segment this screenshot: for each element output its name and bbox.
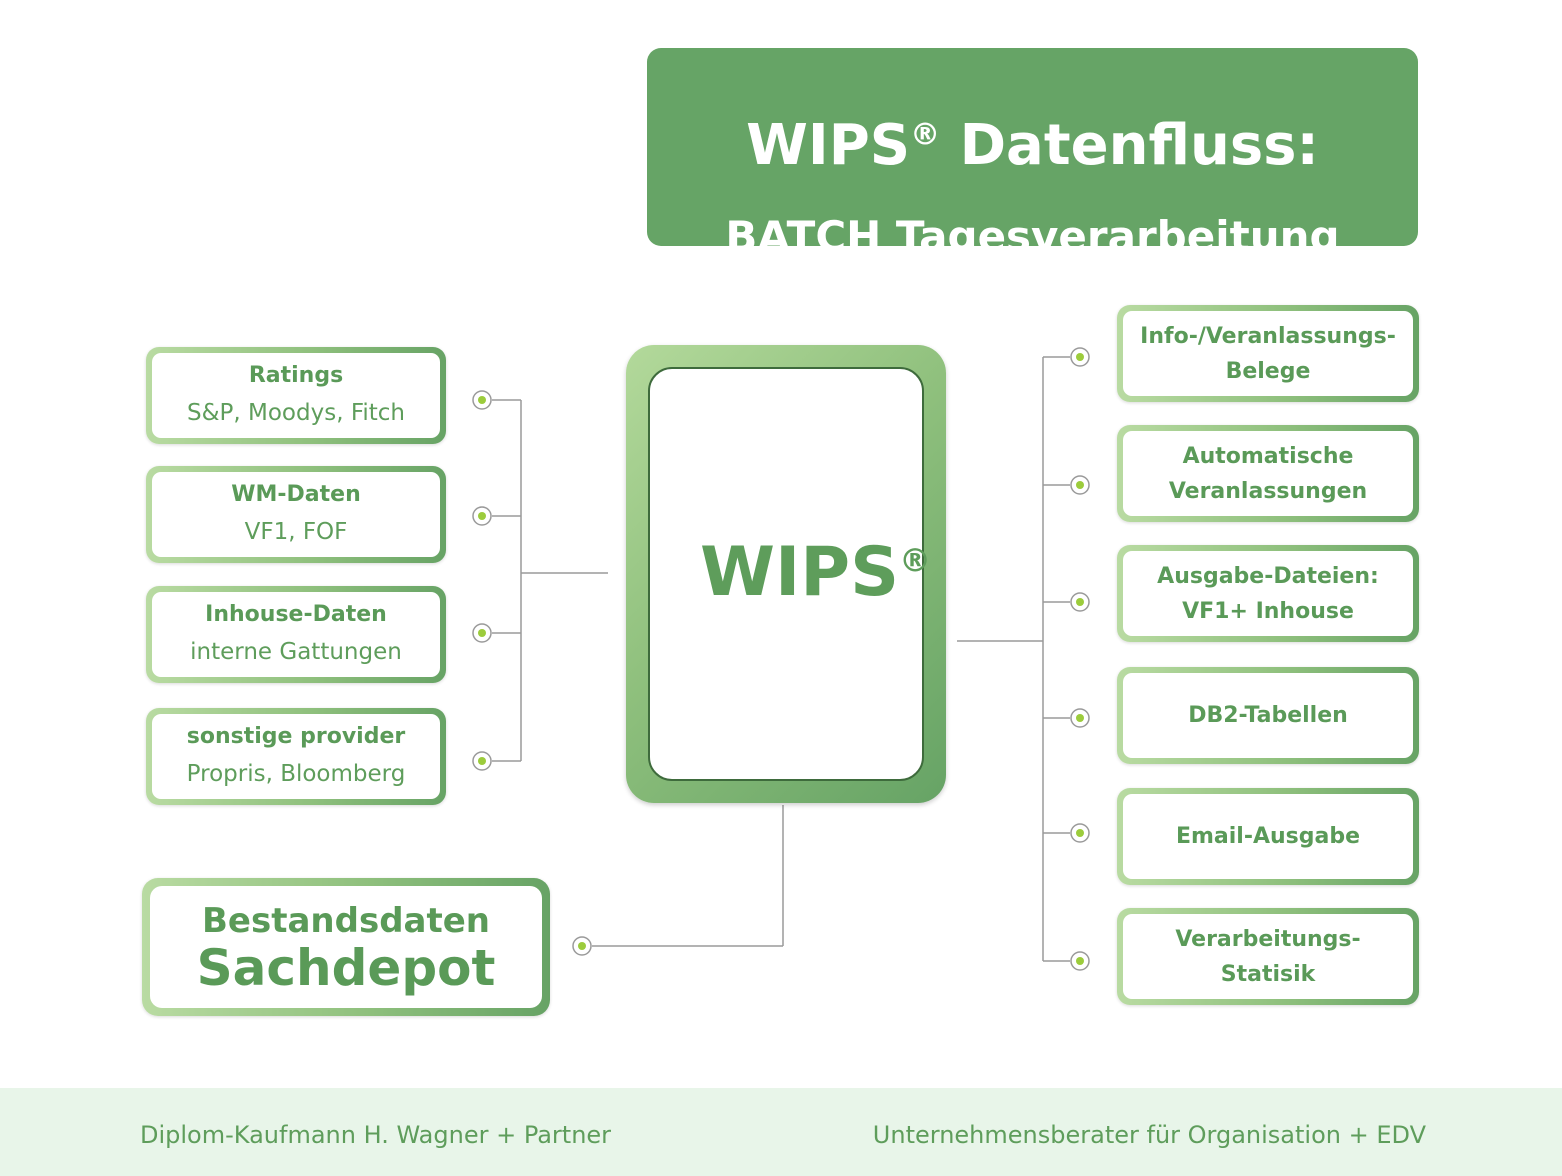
footer-bar: Diplom-Kaufmann H. Wagner + Partner Unte… bbox=[0, 1088, 1562, 1176]
bestand-line1: Bestandsdaten bbox=[202, 901, 490, 941]
input-title: WM-Daten bbox=[231, 482, 361, 507]
input-box-inhouse-daten: Inhouse-Daten interne Gattungen bbox=[146, 586, 446, 683]
connector-node bbox=[1070, 823, 1090, 843]
diagram-subtitle: BATCH Tagesverarbeitung bbox=[725, 212, 1340, 261]
output-line1: Info-/Veranlassungs- bbox=[1140, 323, 1396, 349]
connector-node bbox=[1070, 592, 1090, 612]
output-line1: Automatische bbox=[1182, 443, 1354, 469]
input-box-wm-daten: WM-Daten VF1, FOF bbox=[146, 466, 446, 563]
connector-node bbox=[1070, 475, 1090, 495]
input-box-sonstige-provider: sonstige provider Propris, Bloomberg bbox=[146, 708, 446, 805]
output-box-veranlassungen: Automatische Veranlassungen bbox=[1117, 425, 1419, 522]
connector-node bbox=[472, 751, 492, 771]
footer-tagline: Unternehmensberater für Organisation + E… bbox=[872, 1121, 1426, 1149]
wips-system-inner: WIPS® bbox=[648, 367, 931, 781]
title-banner: WIPS® Datenfluss: BATCH Tagesverarbeitun… bbox=[647, 48, 1418, 258]
title-registered-mark: ® bbox=[910, 117, 941, 153]
wips-system-box: WIPS® bbox=[626, 345, 946, 803]
output-box-db2-tabellen: DB2-Tabellen bbox=[1117, 667, 1419, 764]
input-box-bestandsdaten: Bestandsdaten Sachdepot bbox=[142, 878, 550, 1016]
input-title: sonstige provider bbox=[186, 724, 406, 749]
diagram-title: WIPS® Datenfluss: bbox=[647, 118, 1418, 174]
output-line1: Verarbeitungs- bbox=[1175, 926, 1361, 952]
wips-registered-mark: ® bbox=[899, 541, 932, 580]
output-box-statistik: Verarbeitungs- Statisik bbox=[1117, 908, 1419, 1005]
output-line2: Belege bbox=[1225, 358, 1311, 384]
input-detail: S&P, Moodys, Fitch bbox=[186, 400, 406, 426]
output-line1: Ausgabe-Dateien: bbox=[1157, 563, 1379, 589]
input-detail: VF1, FOF bbox=[244, 519, 348, 545]
output-line1: Email-Ausgabe bbox=[1175, 824, 1361, 849]
input-box-ratings: Ratings S&P, Moodys, Fitch bbox=[146, 347, 446, 444]
connector-node bbox=[572, 936, 592, 956]
connector-node bbox=[472, 623, 492, 643]
input-detail: interne Gattungen bbox=[190, 639, 402, 665]
output-box-ausgabe-dateien: Ausgabe-Dateien: VF1+ Inhouse bbox=[1117, 545, 1419, 642]
connector-node bbox=[1070, 708, 1090, 728]
wips-label: WIPS® bbox=[700, 539, 931, 607]
input-detail: Propris, Bloomberg bbox=[186, 761, 406, 787]
connector-node bbox=[1070, 347, 1090, 367]
title-wips: WIPS bbox=[746, 113, 911, 178]
title-suffix: Datenfluss: bbox=[940, 113, 1319, 178]
connector-node bbox=[472, 506, 492, 526]
output-box-belege: Info-/Veranlassungs- Belege bbox=[1117, 305, 1419, 402]
connector-node bbox=[1070, 951, 1090, 971]
output-line2: VF1+ Inhouse bbox=[1182, 598, 1354, 624]
input-title: Inhouse-Daten bbox=[205, 602, 387, 627]
output-box-email-ausgabe: Email-Ausgabe bbox=[1117, 788, 1419, 885]
wips-label-text: WIPS bbox=[700, 533, 900, 612]
input-title: Ratings bbox=[248, 363, 344, 388]
bestand-line2: Sachdepot bbox=[196, 939, 496, 997]
output-line2: Statisik bbox=[1220, 961, 1316, 987]
connector-node bbox=[472, 390, 492, 410]
footer-company: Diplom-Kaufmann H. Wagner + Partner bbox=[140, 1121, 612, 1149]
output-line1: DB2-Tabellen bbox=[1188, 703, 1348, 728]
output-line2: Veranlassungen bbox=[1168, 478, 1368, 504]
